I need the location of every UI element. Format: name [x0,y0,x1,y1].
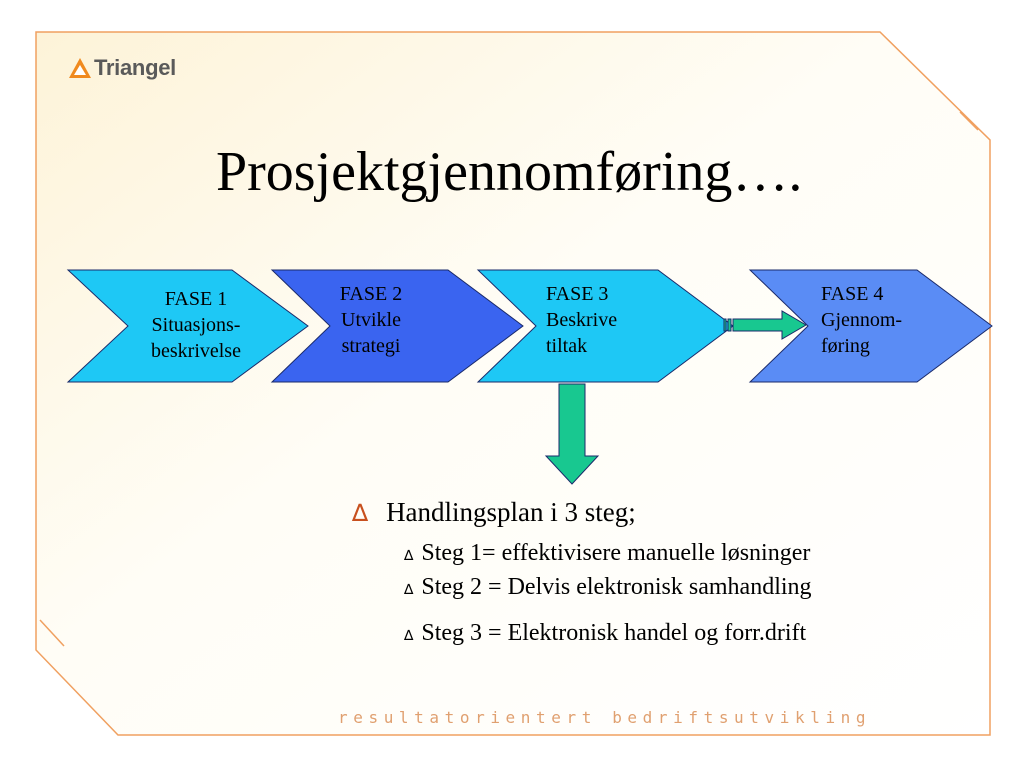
phase-1-line-3: beskrivelse [151,340,241,362]
phase-2-chevron [270,269,524,383]
phase-1-line-2: Situasjons- [151,314,241,336]
phase-3-label: FASE 3 Beskrive tiltak [546,281,617,359]
phase-4-chevron [748,269,993,383]
step-1-text: Steg 1= effektivisere manuelle løsninger [421,540,811,566]
frame-mark-bottom-left [39,619,65,647]
phase-2-label: FASE 2 Utvikle strategi [336,281,406,359]
footer-slogan: resultatorientert bedriftsutvikling [338,708,872,727]
step-2-item: ∆ Steg 2 = Delvis elektronisk samhandlin… [404,574,812,601]
action-plan-heading-text: Handlingsplan i 3 steg; [386,497,636,527]
phase-2-line-2: Utvikle [341,309,401,331]
arrow-right [723,310,807,340]
step-1-item: ∆ Steg 1= effektivisere manuelle løsning… [404,540,810,567]
phase-3-line-2: Beskrive [546,309,618,331]
delta-bullet-icon: ∆ [404,582,414,598]
phase-1-line-1: FASE 1 [164,288,228,310]
step-3-text: Steg 3 = Elektronisk handel og forr.drif… [421,620,807,646]
phase-1-chevron [66,269,309,383]
step-2-text: Steg 2 = Delvis elektronisk samhandling [421,574,812,600]
phase-2-line-1: FASE 2 [339,283,403,305]
delta-bullet-icon: ∆ [404,628,414,644]
slide-frame [35,31,991,736]
phase-3-line-3: tiltak [546,335,588,357]
logo-text: Triangel [94,55,176,80]
phase-3-line-1: FASE 3 [546,283,609,305]
step-3-item: ∆ Steg 3 = Elektronisk handel og forr.dr… [404,620,806,647]
phase-4-line-3: føring [821,335,870,357]
phase-3-chevron [476,269,734,383]
phase-4-line-1: FASE 4 [821,283,884,305]
phase-4-line-2: Gjennom- [821,309,903,331]
delta-bullet-icon: ∆ [404,548,414,564]
phase-2-line-3: strategi [341,335,401,357]
action-plan-list: ∆ Handlingsplan i 3 steg; ∆ Steg 1= effe… [352,497,812,646]
phase-1-label: FASE 1 Situasjons- beskrivelse [126,286,266,364]
logo[interactable]: Triangel [68,55,176,81]
delta-bullet-icon: ∆ [352,499,369,527]
slide-title: Prosjektgjennomføring…. [216,141,803,203]
phase-4-label: FASE 4 Gjennom- føring [821,281,902,359]
arrow-down [544,383,600,485]
frame-mark-top-right [959,111,979,131]
slide-frame-fill [36,32,990,735]
logo-mark [69,58,91,78]
action-plan-heading: ∆ Handlingsplan i 3 steg; [352,497,636,528]
